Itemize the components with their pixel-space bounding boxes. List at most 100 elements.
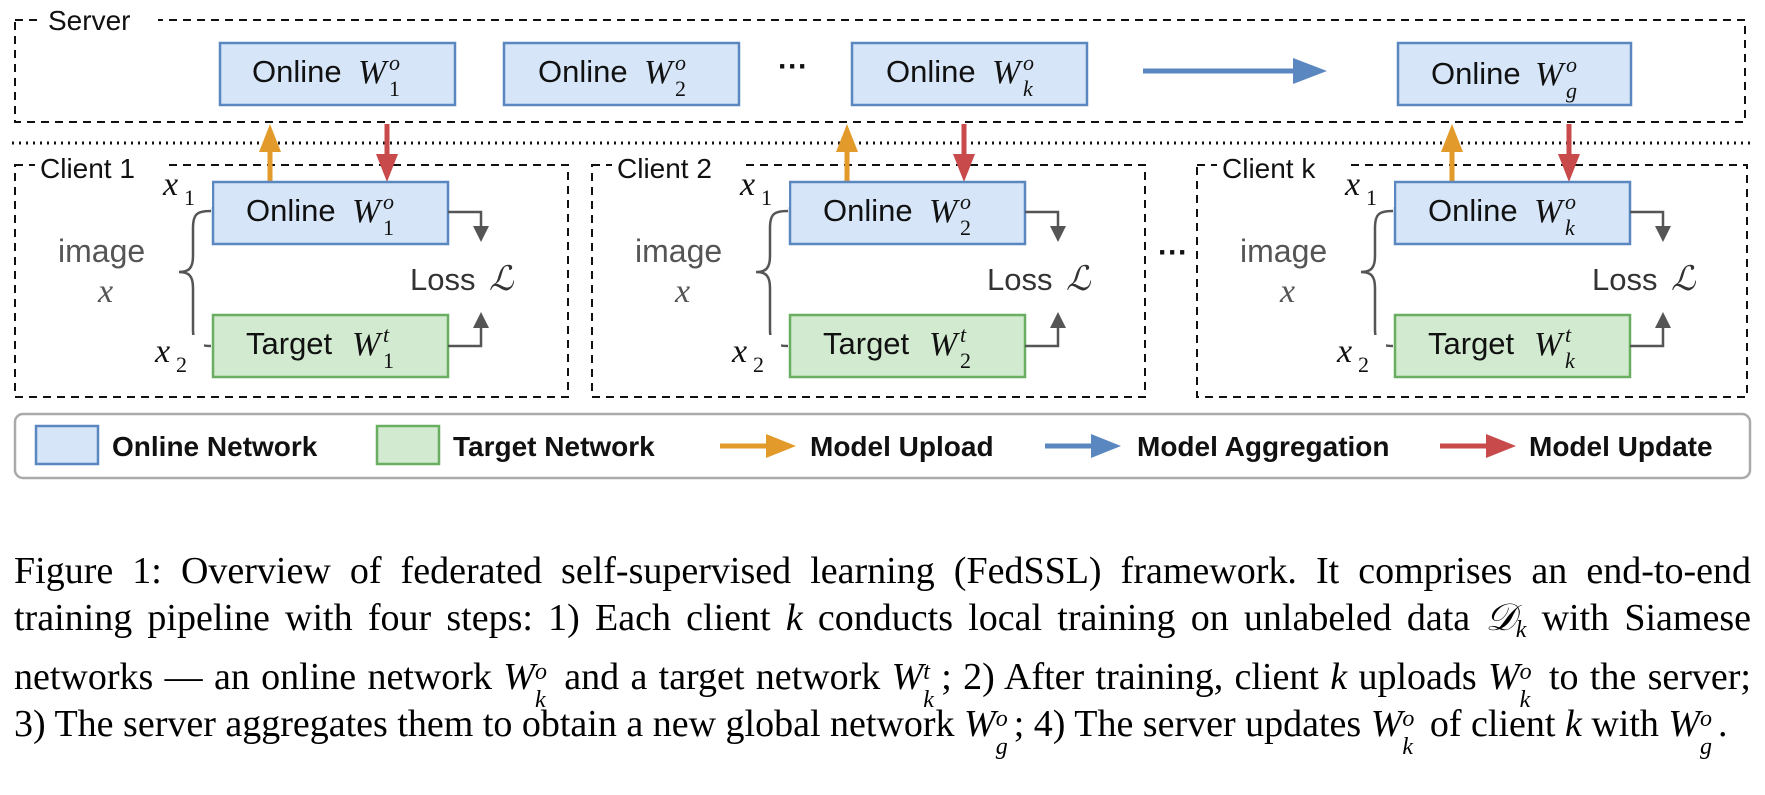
client-target-symbol: W — [1534, 326, 1565, 363]
input-brace — [1360, 209, 1394, 348]
client-online-sup: o — [1565, 189, 1576, 214]
legend-upload: Model Upload — [720, 431, 994, 462]
svg-text:W: W — [992, 54, 1023, 91]
client-online-symbol: W — [929, 193, 960, 230]
update-arrowhead — [1558, 154, 1580, 182]
legend-aggregation: Model Aggregation — [1045, 431, 1390, 462]
client-online-symbol: W — [1534, 193, 1565, 230]
figure-caption: Figure 1: Overview of federated self-sup… — [14, 550, 1751, 760]
upload-arrowhead — [259, 124, 281, 152]
target-loss-arrow — [1025, 326, 1060, 348]
x2-label: x — [154, 333, 170, 370]
image-x-label: x — [674, 273, 690, 310]
target-loss-arrowhead — [473, 312, 489, 328]
legend-online: Online Network — [34, 424, 318, 466]
x2-label: x — [1336, 333, 1352, 370]
target-loss-arrowhead — [1655, 312, 1671, 328]
x1-label: x — [1344, 166, 1360, 203]
svg-text:Online: Online — [1431, 56, 1521, 91]
input-brace — [755, 209, 789, 348]
svg-text:2: 2 — [675, 76, 686, 101]
fedssl-diagram: Server Online W o 1 Online W o 2 ··· Onl… — [12, 5, 1752, 480]
svg-text:W: W — [644, 54, 675, 91]
online-loss-arrowhead — [473, 226, 489, 242]
client-online-symbol: W — [352, 193, 383, 230]
legend-aggregation-label: Model Aggregation — [1137, 431, 1390, 462]
svg-text:o: o — [1023, 50, 1034, 75]
loss-label: Loss — [987, 262, 1052, 297]
client-target-sub: 1 — [383, 348, 394, 373]
image-label: image — [58, 233, 145, 269]
client-online-box — [788, 180, 1027, 246]
upload-arrowhead — [1441, 124, 1463, 152]
client-online-label: Online — [1428, 193, 1518, 228]
legend-update-label: Model Update — [1529, 431, 1713, 462]
svg-text:o: o — [1566, 52, 1577, 77]
client-target-sup: t — [1565, 322, 1572, 347]
target-loss-arrow — [448, 326, 483, 348]
svg-text:1: 1 — [389, 76, 400, 101]
x1-sub: 1 — [761, 185, 772, 210]
svg-text:k: k — [1023, 76, 1034, 101]
x2-sub: 2 — [753, 352, 764, 377]
svg-text:g: g — [1566, 78, 1577, 103]
client-online-label: Online — [823, 193, 913, 228]
client-online-sub: k — [1565, 215, 1576, 240]
client-target-symbol: W — [352, 326, 383, 363]
client-target-sup: t — [383, 322, 390, 347]
x1-sub: 1 — [184, 185, 195, 210]
loss-symbol: ℒ — [1066, 261, 1092, 298]
client-label: Client 1 — [40, 153, 135, 184]
target-loss-arrow — [1630, 326, 1665, 348]
x2-label: x — [731, 333, 747, 370]
client-label: Client k — [1222, 153, 1316, 184]
client-label: Client 2 — [617, 153, 712, 184]
x2-sub: 2 — [1358, 352, 1369, 377]
svg-text:o: o — [389, 50, 400, 75]
client-target-sub: 2 — [960, 348, 971, 373]
legend-target-swatch — [375, 424, 441, 466]
loss-symbol: ℒ — [1671, 261, 1697, 298]
x1-label: x — [739, 166, 755, 203]
client-online-box — [211, 180, 450, 246]
image-label: image — [635, 233, 722, 269]
svg-text:o: o — [675, 50, 686, 75]
target-loss-arrowhead — [1050, 312, 1066, 328]
online-loss-arrowhead — [1655, 226, 1671, 242]
loss-label: Loss — [1592, 262, 1657, 297]
server-model-k: Online W o k — [850, 41, 1089, 107]
server-global-model: Online W o g — [1396, 41, 1633, 107]
legend-target-label: Target Network — [453, 431, 655, 462]
x2-sub: 2 — [176, 352, 187, 377]
client-target-label: Target — [823, 326, 910, 361]
client-online-sub: 1 — [383, 215, 394, 240]
client-target-box — [788, 313, 1027, 379]
svg-text:Online: Online — [886, 54, 976, 89]
x1-sub: 1 — [1366, 185, 1377, 210]
legend-online-label: Online Network — [112, 431, 318, 462]
client-target-sub: k — [1565, 348, 1576, 373]
client-target-box — [1393, 313, 1632, 379]
legend-update: Model Update — [1440, 431, 1713, 462]
image-x-label: x — [1279, 273, 1295, 310]
svg-text:Online: Online — [538, 54, 628, 89]
online-loss-arrow — [1630, 210, 1665, 228]
legend-upload-label: Model Upload — [810, 431, 994, 462]
client-online-sup: o — [960, 189, 971, 214]
update-arrowhead — [376, 154, 398, 182]
client-target-symbol: W — [929, 326, 960, 363]
loss-symbol: ℒ — [489, 261, 515, 298]
client-online-label: Online — [246, 193, 336, 228]
server-model-1: Online W o 1 — [218, 41, 457, 107]
legend-target: Target Network — [375, 424, 655, 466]
server-frame — [14, 19, 1746, 123]
client-online-sup: o — [383, 189, 394, 214]
svg-text:W: W — [358, 54, 389, 91]
server-ellipsis: ··· — [778, 50, 808, 83]
server-label: Server — [48, 5, 130, 36]
client-target-box — [211, 313, 450, 379]
svg-text:Online: Online — [252, 54, 342, 89]
client-online-sub: 2 — [960, 215, 971, 240]
